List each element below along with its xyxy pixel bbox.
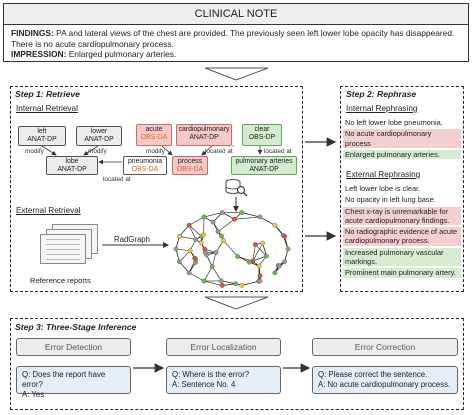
graph-node: [202, 249, 208, 255]
database-search-icon: [225, 179, 248, 197]
internal-rephrasing-label: Internal Rephrasing: [346, 104, 418, 113]
graph-node: [276, 263, 282, 269]
edge-label-located-pneumonia: located at: [103, 176, 131, 183]
graph-node: [193, 256, 198, 262]
graph-node: [219, 210, 225, 215]
graph-node: [257, 214, 263, 220]
graph-node: [201, 232, 207, 238]
internal-rephrasing-list: No left lower lobe pneumonia. No acute ca…: [343, 118, 461, 161]
graph-node: [233, 281, 239, 287]
edge-label-modify-left: modify: [25, 148, 44, 155]
internal-retrieval-label: Internal Retrieval: [16, 104, 78, 113]
rephrase-item: No opacity in left lung base.: [345, 195, 436, 205]
graph-node: [239, 283, 245, 288]
graph-node: [198, 240, 204, 246]
graph-node: [187, 248, 193, 254]
graph-node: [282, 233, 287, 239]
graph-node: [177, 259, 182, 265]
graph-node: [285, 246, 291, 252]
stage-detection-qa: Q: Does the report have error?A: Yes: [16, 366, 131, 399]
impression-label: IMPRESSION:: [11, 49, 67, 59]
rephrase-item: Prominent main pulmonary artery.: [343, 268, 461, 278]
radgraph-label: RadGraph: [114, 235, 150, 244]
rephrase-item: Increased pulmonary vascular markings.: [343, 247, 461, 267]
knowledge-graph-network: [173, 210, 291, 288]
rephrase-item: No left lower lobe pneumonia.: [345, 118, 443, 127]
rephrase-item: Left lower lobe is clear.: [345, 184, 421, 193]
graph-node: [219, 233, 224, 239]
graph-node: [232, 216, 237, 222]
graph-node: [257, 278, 263, 284]
graph-node: [253, 242, 258, 247]
graph-node: [219, 278, 224, 284]
reference-reports-label: Reference reports: [30, 276, 91, 285]
step2-box: [340, 86, 464, 292]
step3-title: Step 3: Three-Stage Inference: [15, 322, 137, 332]
graph-node: [256, 263, 262, 269]
edge-label-modify-acute: modify: [146, 148, 165, 155]
graph-node: [201, 278, 207, 284]
graph-node: [209, 264, 215, 269]
graph-node: [282, 259, 287, 265]
stage-detection-header: Error Detection: [16, 338, 131, 356]
graph-node: [193, 237, 199, 242]
edge-label-located-cardio: located at: [205, 148, 233, 155]
findings-text: PA and lateral views of the chest are pr…: [11, 28, 455, 49]
impression-text: Enlarged pulmonary arteries.: [68, 49, 177, 59]
rephrase-item: Chest x-ray is unremarkable for acute ca…: [343, 206, 461, 226]
stage-localization-qa: Q: Where is the error?A: Sentence No. 4: [166, 366, 281, 394]
clinical-note-body: FINDINGS: PA and lateral views of the ch…: [3, 24, 469, 62]
edge-label-located-clear: located at: [264, 148, 292, 155]
down-chevron-2: [204, 296, 269, 310]
graph-node: [257, 273, 263, 279]
findings-label: FINDINGS:: [11, 28, 54, 38]
graph-node: [215, 229, 221, 235]
stage-correction-header: Error Correction: [312, 338, 458, 356]
external-rephrasing-label: External Rephrasing: [346, 170, 421, 179]
graph-node: [264, 253, 269, 259]
graph-node: [221, 238, 226, 243]
graph-node: [235, 254, 240, 259]
external-retrieval-label: External Retrieval: [16, 206, 81, 215]
step1-box: [10, 86, 303, 292]
graph-node: [173, 246, 179, 252]
graph-node: [239, 210, 245, 215]
stage-localization-header: Error Localization: [166, 338, 281, 356]
stage-correction-qa: Q: Please correct the sentence.A: No acu…: [312, 366, 458, 394]
graph-node: [186, 222, 192, 228]
step3-box: [10, 318, 464, 410]
graph-node: [186, 270, 192, 276]
graph-node: [177, 233, 182, 239]
step1-title: Step 1: Retrieve: [15, 89, 80, 99]
document-icon: [40, 234, 86, 264]
rephrase-item: No radiographic evidence of acute cardio…: [343, 227, 461, 246]
graph-node: [272, 270, 278, 276]
step2-title: Step 2: Rephrase: [346, 89, 417, 99]
rephrase-item: No acute cardiopulmonary process: [343, 129, 461, 148]
edge-label-modify-lower: modify: [88, 148, 107, 155]
down-chevron-1: [204, 67, 269, 81]
graph-node: [272, 222, 278, 228]
graph-node: [260, 240, 266, 246]
graph-node: [213, 250, 219, 255]
graph-node: [210, 219, 216, 225]
graph-node: [201, 214, 207, 220]
rephrase-item: Enlarged pulmonary arteries.: [343, 149, 461, 160]
graph-node: [247, 259, 252, 265]
clinical-note-title: CLINICAL NOTE: [3, 3, 469, 24]
graph-node: [219, 283, 225, 288]
external-rephrasing-list: Left lower lobe is clear. No opacity in l…: [343, 184, 461, 280]
